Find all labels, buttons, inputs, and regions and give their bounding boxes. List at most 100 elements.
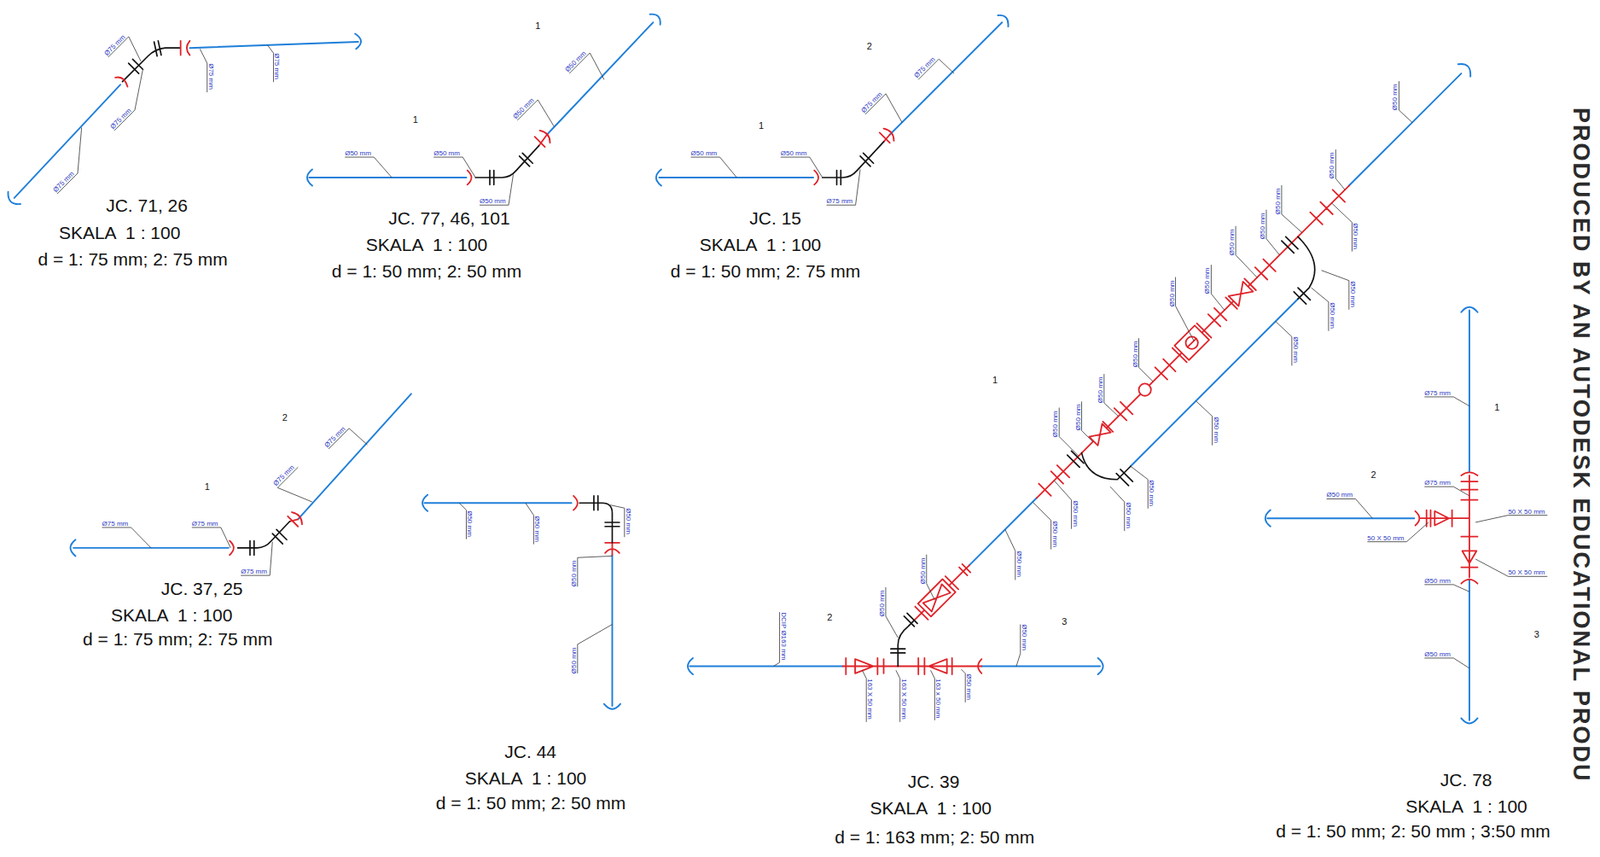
- junction-title: d = 1: 75 mm; 2: 75 mm: [82, 628, 273, 650]
- pipe-size-label: Ø50 mm: [1147, 479, 1156, 507]
- leader-line: [462, 157, 476, 178]
- pipe-size-label: Ø50 mm: [465, 510, 474, 537]
- junction-title: SKALA 1 : 100: [870, 797, 992, 819]
- leader-line: [861, 669, 867, 679]
- leader-line: [77, 127, 82, 174]
- pipe-size-label: Ø50 mm: [1124, 501, 1133, 529]
- pipe-size-label: Ø75 mm: [102, 519, 129, 528]
- pipe-size-label: Ø50 mm: [780, 149, 808, 158]
- leader-line: [720, 157, 738, 178]
- leader-line: [1335, 178, 1345, 190]
- pipe-size-label: Ø50 mm: [564, 49, 588, 74]
- fitting: [822, 141, 885, 185]
- flange: [814, 128, 894, 186]
- leader-line: [930, 669, 936, 679]
- junction-title: SKALA 1 : 100: [110, 605, 233, 626]
- pipe-size-label: Ø50 mm: [965, 673, 973, 700]
- leader-line: [938, 58, 955, 74]
- leader-line: [221, 527, 231, 548]
- junction-title: JC. 78: [1440, 769, 1493, 791]
- leader-line: [128, 36, 141, 62]
- pipe-size-label: Ø75 mm: [108, 106, 133, 131]
- junction-title: d = 1: 50 mm; 2: 50 mm: [331, 261, 522, 282]
- fitting-circle: [1139, 383, 1152, 396]
- leader-line: [131, 527, 152, 548]
- leader-line: [896, 669, 901, 679]
- pipe-size-label: Ø75 mm: [1424, 389, 1451, 397]
- pipe-size-label: 50 X 50 mm: [1507, 507, 1545, 516]
- leader-line: [1016, 652, 1021, 666]
- pipe-size-label: Ø75 mm: [240, 567, 268, 576]
- pipe-size-label: Ø50 mm: [1349, 280, 1357, 308]
- leader-line: [1281, 214, 1303, 233]
- callout-number: 1: [992, 374, 998, 386]
- leader-line: [459, 502, 466, 510]
- leader-line: [1139, 366, 1154, 382]
- fitting-run: [843, 186, 1350, 675]
- leader-line: [1406, 522, 1429, 542]
- leader-line: [855, 168, 861, 205]
- leader-line: [960, 669, 966, 674]
- leader-line: [1275, 321, 1292, 338]
- pipe-size-label: Ø50 mm: [691, 149, 718, 158]
- callout-number: 1: [413, 114, 419, 126]
- leader-line: [1175, 306, 1195, 342]
- leader-line: [1195, 401, 1212, 417]
- callout-number: 2: [1371, 469, 1377, 481]
- leader-line: [1032, 501, 1052, 521]
- junction-title: JC. 39: [907, 771, 960, 792]
- pipe-size-label: 50 X 50 mm: [1367, 534, 1404, 542]
- fitting-run: [1415, 471, 1478, 583]
- leader-line: [1355, 498, 1374, 518]
- pipe-size-label: Ø50 mm: [1020, 624, 1029, 652]
- fitting: [238, 521, 291, 555]
- leader-line: [885, 616, 898, 638]
- pipe-size-label: Ø75 mm: [323, 424, 348, 449]
- pipe-size-label: Ø50 mm: [624, 507, 633, 535]
- leader-line: [1453, 584, 1470, 592]
- leader-line: [1453, 396, 1470, 407]
- leader-line: [1398, 110, 1413, 123]
- pipe-size-label: Ø50 mm: [570, 560, 578, 588]
- leader-line: [508, 174, 513, 205]
- pipe-size-label: Ø50 mm: [570, 646, 578, 674]
- callout-number: 2: [866, 40, 873, 53]
- pipe-size-label: Ø75 mm: [192, 519, 219, 528]
- pipe-size-label: 163 x 50 mm: [934, 678, 943, 718]
- pipe: [70, 393, 412, 556]
- flange: [229, 512, 303, 555]
- junction-title: d = 1: 75 mm; 2: 75 mm: [37, 249, 227, 270]
- pipe: [687, 64, 1471, 675]
- junction-title: SKALA 1 : 100: [699, 234, 821, 256]
- pipe-size-label: Ø75 mm: [272, 463, 297, 488]
- leader-line: [134, 69, 143, 111]
- leader-line: [577, 623, 613, 644]
- callout-number: 3: [1534, 628, 1540, 640]
- callout-number: 2: [282, 412, 288, 424]
- pipe-size-label: 163 X 50 mm: [866, 678, 874, 720]
- fitting: [890, 236, 1315, 666]
- pipe-size-label: Ø50 mm: [1051, 410, 1059, 437]
- leader-line: [537, 99, 554, 127]
- flange: [573, 495, 620, 555]
- pipe: [307, 14, 661, 187]
- leader-line: [1475, 558, 1508, 576]
- leader-line: [1235, 255, 1257, 278]
- pipe: [1265, 307, 1478, 724]
- fitting: [579, 495, 620, 543]
- pipe-size-label: Ø50 mm: [1212, 416, 1221, 443]
- pipe-size-label: Ø50 mm: [1051, 520, 1059, 547]
- junction-title: d = 1: 50 mm; 2: 50 mm ; 3:50 mm: [1275, 820, 1551, 842]
- pipe-size-label: Ø50 mm: [1167, 279, 1176, 307]
- callout-number: 1: [1494, 401, 1500, 414]
- pipe-size-label: Ø50 mm: [1327, 152, 1336, 180]
- junction-title: SKALA 1 : 100: [465, 768, 587, 789]
- fitting: [475, 145, 539, 185]
- leader-line: [809, 157, 823, 178]
- pipe-size-label: Ø75 mm: [1424, 478, 1451, 487]
- pipe-size-label: DCIP Ø163 mm: [779, 611, 788, 660]
- flange: [467, 130, 551, 185]
- pipe: [656, 15, 1009, 187]
